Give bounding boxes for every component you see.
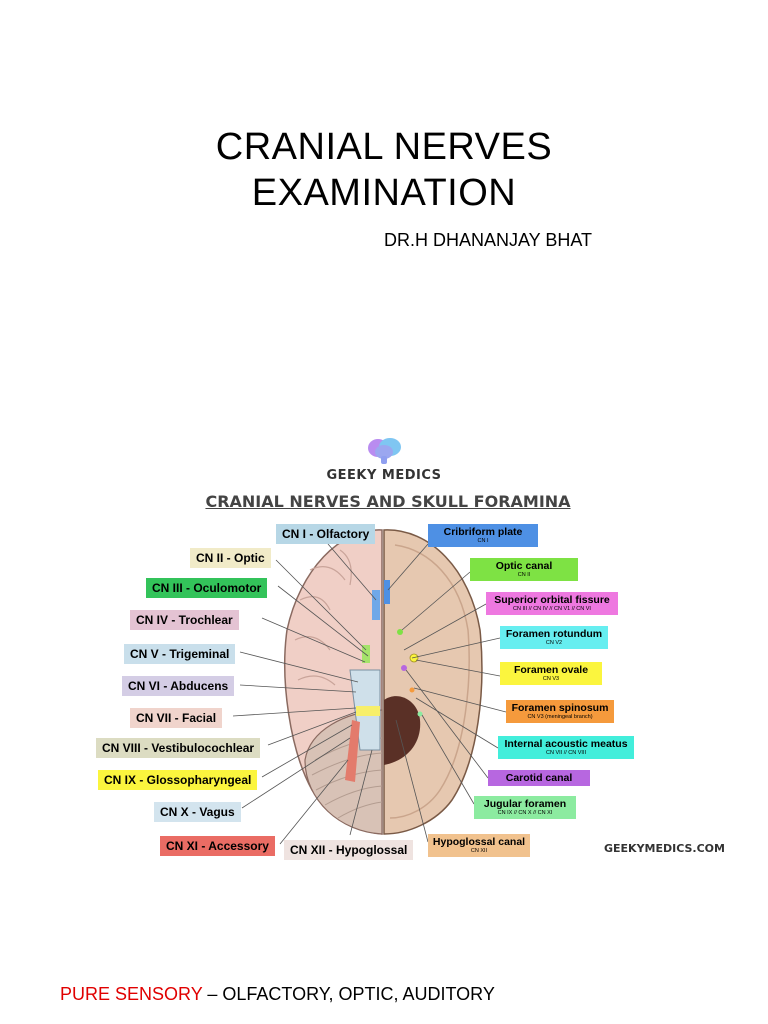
foramen-hypoglossal-canal: Hypoglossal canal CN XII <box>428 834 530 857</box>
foramen-rotundum: Foramen rotundum CN V2 <box>500 626 608 649</box>
slide-title: CRANIAL NERVES EXAMINATION <box>0 124 768 216</box>
foramen-name: Foramen rotundum <box>505 628 603 640</box>
pure-sensory-label: PURE SENSORY <box>60 984 203 1004</box>
nerve-label-vagus: CN X - Vagus <box>154 802 241 822</box>
foramen-nerves: CN IX // CN X // CN XI <box>497 810 553 816</box>
foramen-nerves: CN V2 <box>545 640 563 646</box>
foramen-ovale: Foramen ovale CN V3 <box>500 662 602 685</box>
nerve-label-vestibulocochlear: CN VIII - Vestibulocochlear <box>96 738 261 758</box>
foramen-jugular: Jugular foramen CN IX // CN X // CN XI <box>474 796 576 819</box>
foramen-name: Hypoglossal canal <box>432 836 526 848</box>
foramen-name: Carotid canal <box>505 772 573 784</box>
foramen-name: Jugular foramen <box>483 798 567 810</box>
nerve-label-abducens: CN VI - Abducens <box>122 676 235 696</box>
author: DR.H DHANANJAY BHAT <box>384 230 593 250</box>
foramen-name: Superior orbital fissure <box>494 594 610 606</box>
foramen-name: Internal acoustic meatus <box>504 738 628 750</box>
foramen-cribriform-plate: Cribriform plate CN I <box>428 524 538 547</box>
pure-sensory-nerves: – OLFACTORY, OPTIC, AUDITORY <box>202 984 495 1004</box>
foramen-nerves: CN I <box>477 538 489 544</box>
nerve-label-trigeminal: CN V - Trigeminal <box>124 644 236 664</box>
foramen-nerves: CN V3 <box>542 676 560 682</box>
website-label: GEEKYMEDICS.COM <box>604 842 725 855</box>
foramen-nerves: CN II <box>517 572 531 578</box>
brand-name: GEEKY MEDICS <box>326 468 442 483</box>
foramen-internal-acoustic-meatus: Internal acoustic meatus CN VII // CN VI… <box>498 736 634 759</box>
foramen-carotid-canal: Carotid canal <box>488 770 590 786</box>
foramen-nerves: CN VII // CN VIII <box>545 750 587 756</box>
nerve-label-trochlear: CN IV - Trochlear <box>130 610 239 630</box>
skull-brain-illustration <box>232 529 507 845</box>
skull-base <box>383 529 483 835</box>
nerve-label-optic: CN II - Optic <box>190 548 271 568</box>
foramen-name: Foramen ovale <box>513 664 589 676</box>
nerve-label-oculomotor: CN III - Oculomotor <box>146 578 268 598</box>
nerve-label-accessory: CN XI - Accessory <box>160 836 275 856</box>
foramen-superior-orbital-fissure: Superior orbital fissure CN III // CN IV… <box>486 592 618 615</box>
nerve-label-hypoglossal: CN XII - Hypoglossal <box>284 840 414 860</box>
foramen-nerves: CN III // CN IV // CN V1 // CN VI <box>513 606 591 612</box>
foramen-optic-canal: Optic canal CN II <box>470 558 578 581</box>
foramen-name: Foramen spinosum <box>511 702 609 714</box>
foramen-nerves: CN XII <box>470 848 488 854</box>
title-line-1: CRANIAL NERVES <box>215 126 553 168</box>
figure-heading: CRANIAL NERVES AND SKULL FORAMINA <box>205 492 571 511</box>
title-line-2: EXAMINATION <box>251 172 517 214</box>
foramen-nerves: CN V3 (meningeal branch) <box>527 714 593 720</box>
nerve-label-olfactory: CN I - Olfactory <box>276 524 376 544</box>
cranial-nerves-figure: GEEKY MEDICS CRANIAL NERVES AND SKULL FO… <box>0 420 768 880</box>
nerve-label-glossopharyngeal: CN IX - Glossopharyngeal <box>98 770 258 790</box>
foramen-name: Optic canal <box>495 560 553 572</box>
footer-note: PURE SENSORY – OLFACTORY, OPTIC, AUDITOR… <box>60 984 495 1005</box>
brain-logo-icon <box>368 438 401 464</box>
foramen-name: Cribriform plate <box>443 526 523 538</box>
nerve-label-facial: CN VII - Facial <box>130 708 223 728</box>
foramen-spinosum: Foramen spinosum CN V3 (meningeal branch… <box>506 700 614 723</box>
